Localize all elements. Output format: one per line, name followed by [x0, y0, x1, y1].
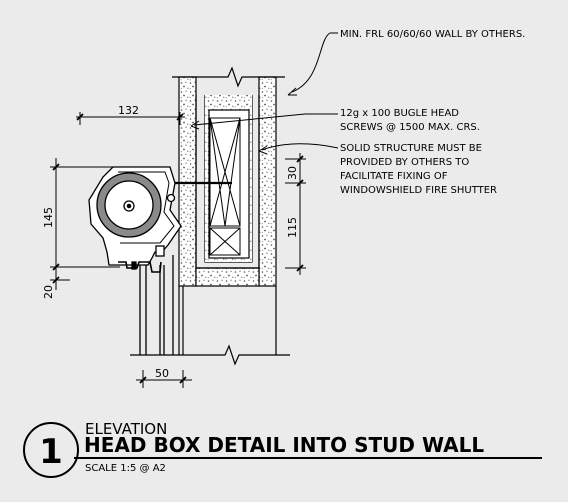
- wall-board-bottom: [195, 267, 260, 287]
- structure-note-line-4: WINDOWSHIELD FIRE SHUTTER: [340, 185, 497, 196]
- wall-board-right: [258, 76, 277, 287]
- bracket-bolt: [166, 193, 176, 203]
- annotation-text: MIN. FRL 60/60/60 WALL BY OTHERS. 12g x …: [42, 29, 525, 380]
- scale-label: SCALE 1:5 @ A2: [85, 463, 166, 474]
- break-line-icon: [130, 66, 290, 366]
- screw-note-line-2: SCREWS @ 1500 MAX. CRS.: [340, 122, 480, 133]
- structure-note-line-1: SOLID STRUCTURE MUST BE: [340, 143, 482, 154]
- timber-cross-hatch-icon: [209, 227, 241, 256]
- head-box: [88, 166, 182, 355]
- dimension-lines: [50, 112, 306, 388]
- title-block: 1 ELEVATION HEAD BOX DETAIL INTO STUD WA…: [23, 420, 542, 478]
- dim-50: 50: [155, 367, 169, 380]
- detail-title: HEAD BOX DETAIL INTO STUD WALL: [84, 433, 484, 457]
- view-label: ELEVATION: [85, 420, 167, 438]
- detail-number: 1: [39, 432, 63, 472]
- dim-115: 115: [286, 217, 299, 238]
- detail-number-circle: [23, 422, 79, 478]
- inner-board-lining: [195, 95, 260, 269]
- wall-note: MIN. FRL 60/60/60 WALL BY OTHERS.: [340, 29, 525, 40]
- wall-board-left: [178, 76, 197, 287]
- curtain-guide: [139, 255, 174, 355]
- dim-20: 20: [42, 285, 55, 299]
- structure-note-line-3: FACILITATE FIXING OF: [340, 171, 448, 182]
- screw-note-line-1: 12g x 100 BUGLE HEAD: [340, 108, 459, 119]
- structure-note-line-2: PROVIDED BY OTHERS TO: [340, 157, 469, 168]
- dim-132: 132: [118, 104, 139, 117]
- dim-145: 145: [42, 207, 55, 228]
- dim-30: 30: [286, 166, 299, 180]
- timber-packer: [209, 117, 241, 256]
- leader-arrow-icon: [190, 32, 339, 155]
